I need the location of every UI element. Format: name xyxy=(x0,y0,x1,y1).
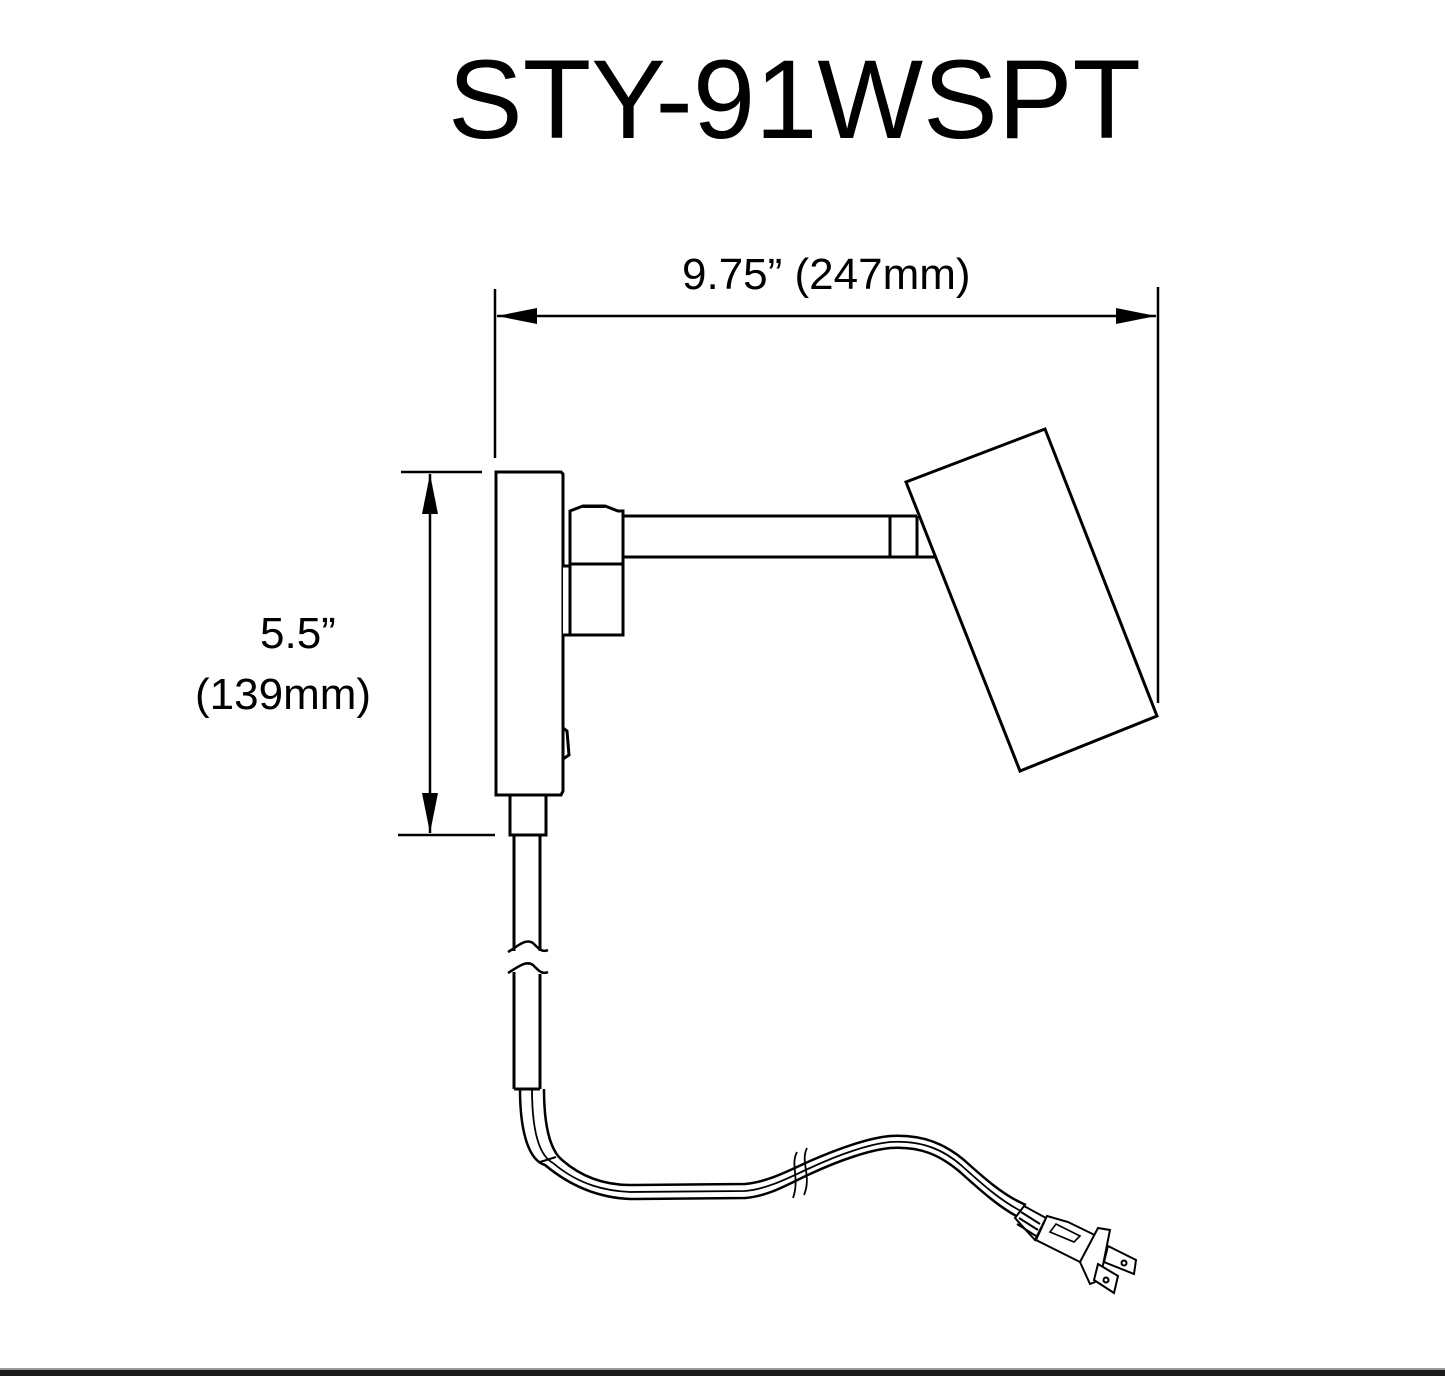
swivel-knuckle xyxy=(563,504,625,637)
bottom-border-highlight xyxy=(0,1368,1445,1370)
width-dimension-label: 9.75” (247mm) xyxy=(682,250,971,299)
title-container: STY-91WSPT xyxy=(448,40,1148,160)
height-dimension-label-mm: (139mm) xyxy=(195,670,372,719)
model-title: STY-91WSPT xyxy=(448,37,1141,162)
rocker-switch-icon xyxy=(562,726,571,761)
bottom-border xyxy=(0,1370,1445,1376)
height-dimension xyxy=(398,470,495,837)
wall-backplate xyxy=(494,470,571,797)
cylindrical-spot-shade xyxy=(904,427,1159,773)
power-cord xyxy=(507,835,549,1091)
cord-connector xyxy=(508,793,548,837)
flexible-cord xyxy=(518,1088,1027,1220)
height-dimension-label-inches: 5.5” xyxy=(260,609,336,658)
horizontal-arm xyxy=(623,514,935,559)
width-dimension xyxy=(493,287,1160,703)
two-prong-plug xyxy=(1013,1204,1138,1295)
